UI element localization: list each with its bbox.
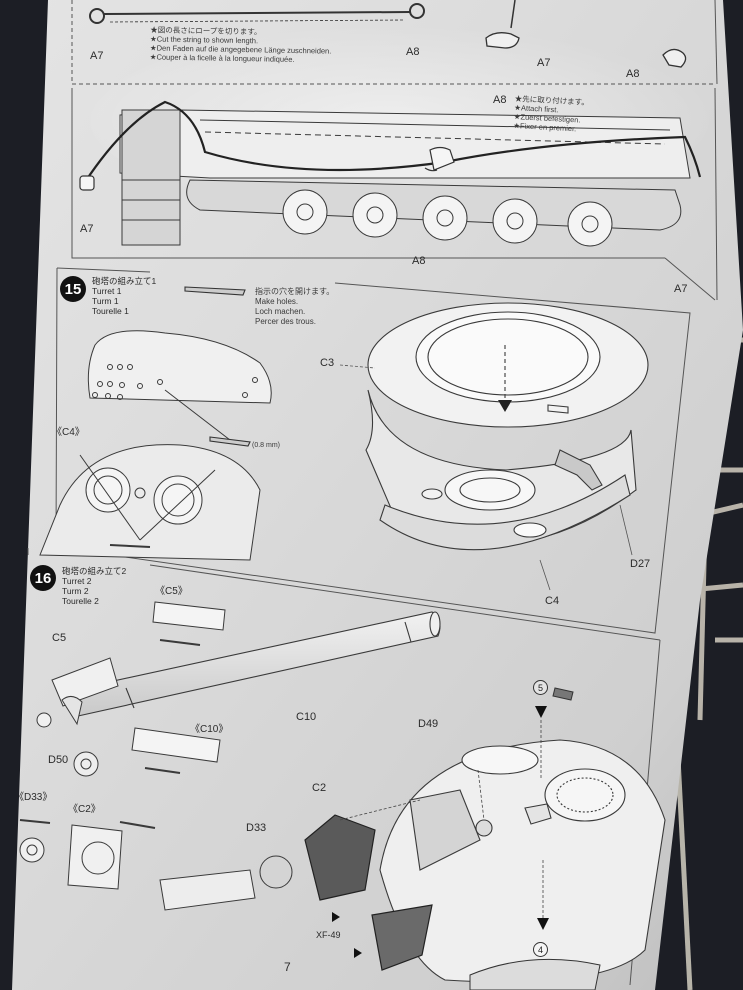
drill-bit [184, 286, 251, 447]
callout-5-marker: 5 [533, 680, 548, 695]
drill-size-label: (0.8 mm) [252, 442, 280, 449]
part-a8-label: A8 [626, 68, 640, 80]
step-15-title: 砲塔の組み立て1 Turret 1 Turm 1 Tourelle 1 [92, 276, 157, 316]
bottom-parts [469, 958, 601, 990]
tow-hook-parts [485, 0, 687, 68]
c4-inset-label: 《C4》 [52, 427, 85, 438]
part-c4-label: C4 [545, 595, 560, 607]
make-holes-note: 指示の穴を開けます。 Make holes. Loch machen. Perc… [255, 287, 335, 326]
paint-xf49-label: XF-49 [316, 930, 341, 940]
top-frame [71, 0, 718, 301]
d50-part [73, 751, 99, 777]
tow-hook-assembly [79, 146, 455, 191]
part-a7-label: A7 [80, 223, 94, 235]
turret-body-drawing [365, 302, 649, 551]
d33-barrel-assembly [159, 855, 293, 911]
turret-side-view [87, 330, 272, 441]
step-15-badge: 15 [60, 276, 86, 302]
attach-first-note: ★先に取り付けます。 ★Attach first. ★Zuerst befest… [513, 94, 590, 134]
callout-4-marker: 4 [533, 942, 548, 957]
part-a8-label: A8 [406, 46, 420, 58]
step15-frame [55, 267, 691, 634]
part-d33-label: D33 [246, 822, 267, 834]
c10-inset-label: 《C10》 [190, 724, 229, 735]
tow-cable-string [89, 3, 425, 24]
part-c3-label: C3 [320, 357, 335, 369]
gun-barrel-c10 [71, 611, 441, 717]
hull-drawing [119, 109, 691, 247]
step-16-badge: 16 [30, 565, 56, 591]
leader-lines [339, 364, 633, 591]
c5-inset [152, 601, 226, 646]
tow-cable-on-hull [84, 100, 702, 183]
part-c10-label: C10 [296, 711, 317, 723]
assembly-guides [339, 720, 544, 918]
part-a7-label: A7 [537, 57, 551, 69]
cut-string-note: ★図の長さにロープを切ります。 ★Cut the string to shown… [149, 25, 332, 64]
c5-inset-label: 《C5》 [155, 586, 188, 597]
direction-arrows [332, 706, 549, 958]
d33-c2-insets [19, 819, 156, 890]
mantlet-c2 [304, 814, 433, 971]
d33-inset-label: 《D33》 [14, 792, 53, 803]
c10-inset [131, 727, 221, 774]
c4-inset-drawing [39, 444, 261, 561]
part-d49-label: D49 [418, 718, 439, 730]
part-c5-label: C5 [52, 632, 67, 644]
part-a8-label: A8 [412, 255, 426, 267]
step-16-title: 砲塔の組み立て2 Turret 2 Turm 2 Tourelle 2 [62, 566, 127, 606]
c2-inset-label: 《C2》 [68, 804, 101, 815]
part-d50-label: D50 [48, 754, 69, 766]
part-a7-label: A7 [674, 283, 688, 295]
mantlet-c5 [36, 657, 119, 728]
part-5-piece [552, 687, 574, 701]
part-d27-label: D27 [630, 558, 651, 570]
turret-dome-drawing [379, 739, 666, 983]
part-a8-label: A8 [493, 94, 507, 106]
part-a7-label: A7 [90, 50, 104, 62]
part-c2-label: C2 [312, 782, 327, 794]
page-number: 7 [284, 960, 291, 974]
